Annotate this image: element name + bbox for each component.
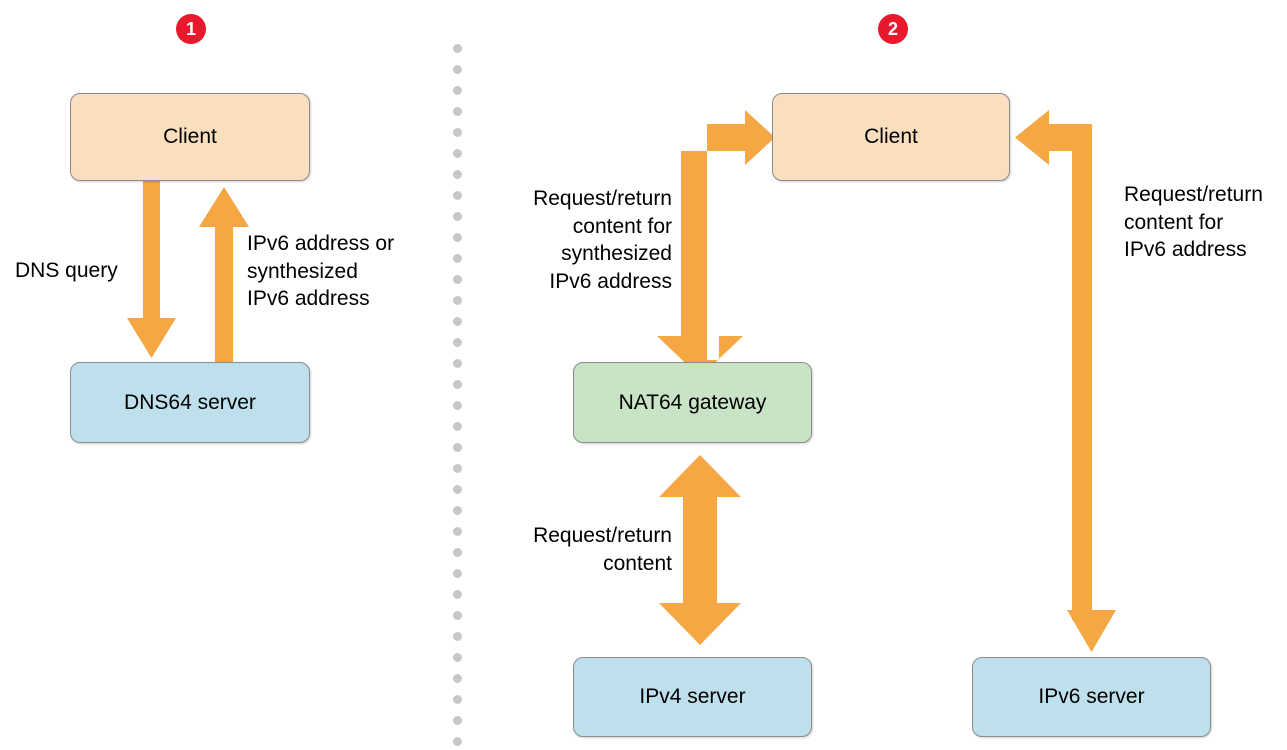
step-badge-2: 2 xyxy=(878,14,908,44)
divider-dot xyxy=(453,149,462,158)
divider-dot xyxy=(453,548,462,557)
divider-dot xyxy=(453,716,462,725)
arrow-nat64-ipv4 xyxy=(659,455,741,645)
divider-dot xyxy=(453,254,462,263)
arrow-head-into-ipv6server xyxy=(1067,610,1116,652)
divider-dot xyxy=(453,44,462,53)
divider-dot xyxy=(453,485,462,494)
divider-dot xyxy=(453,338,462,347)
node-label: Client xyxy=(864,125,918,149)
arrow-nat64-client-elbow xyxy=(657,110,775,377)
arrow-client2-ipv6-top-segment xyxy=(1049,124,1092,151)
divider-dot xyxy=(453,569,462,578)
divider-dot xyxy=(453,191,462,200)
node-ipv6-server[interactable]: IPv6 server xyxy=(972,657,1211,737)
divider-dot xyxy=(453,128,462,137)
node-client-1[interactable]: Client xyxy=(70,93,310,181)
label-dns-query: DNS query xyxy=(15,259,118,282)
divider-dot xyxy=(453,653,462,662)
divider-dot xyxy=(453,86,462,95)
divider-dot xyxy=(453,464,462,473)
divider-dot xyxy=(453,212,462,221)
divider-dot xyxy=(453,233,462,242)
node-label: NAT64 gateway xyxy=(618,390,767,414)
node-dns64-server[interactable]: DNS64 server xyxy=(70,362,310,443)
label-ipv6-or-synthesized: IPv6 address or synthesized IPv6 address xyxy=(247,232,395,311)
divider-dot xyxy=(453,737,462,746)
node-nat64-gateway[interactable]: NAT64 gateway xyxy=(573,362,812,443)
arrow-head-into-client2 xyxy=(1015,110,1049,165)
divider-dot xyxy=(453,317,462,326)
node-client-2[interactable]: Client xyxy=(772,93,1010,181)
label-request-return-content: Request/return content xyxy=(533,524,672,575)
divider-dot xyxy=(453,401,462,410)
divider-dot xyxy=(453,107,462,116)
divider-dot xyxy=(453,695,462,704)
node-label: IPv6 server xyxy=(1038,685,1145,709)
divider-dot xyxy=(453,674,462,683)
arrow-client-to-dns64 xyxy=(127,176,176,358)
node-label: Client xyxy=(163,125,217,149)
label-synthesized-content: Request/return content for synthesized I… xyxy=(533,187,672,294)
divider-dot xyxy=(453,170,462,179)
node-label: DNS64 server xyxy=(124,390,256,414)
arrow-dns64-to-client xyxy=(199,187,249,366)
divider-dot xyxy=(453,422,462,431)
arrow-client2-ipv6-elbow xyxy=(1020,110,1108,652)
divider-dot xyxy=(453,590,462,599)
arrow-client2-ipv6-shaft xyxy=(1075,124,1092,618)
divider-dot xyxy=(453,632,462,641)
divider-dot xyxy=(453,380,462,389)
step-badge-1: 1 xyxy=(176,14,206,44)
node-ipv4-server[interactable]: IPv4 server xyxy=(573,657,812,737)
divider-dot xyxy=(453,296,462,305)
label-ipv6-content: Request/return content for IPv6 address xyxy=(1124,183,1263,262)
node-label: IPv4 server xyxy=(639,685,746,709)
divider-dot xyxy=(453,506,462,515)
divider-dot xyxy=(453,65,462,74)
panel-divider xyxy=(453,44,462,750)
divider-dot xyxy=(453,275,462,284)
divider-dot xyxy=(453,443,462,452)
divider-dot xyxy=(453,359,462,368)
divider-dot xyxy=(453,527,462,536)
divider-dot xyxy=(453,611,462,620)
